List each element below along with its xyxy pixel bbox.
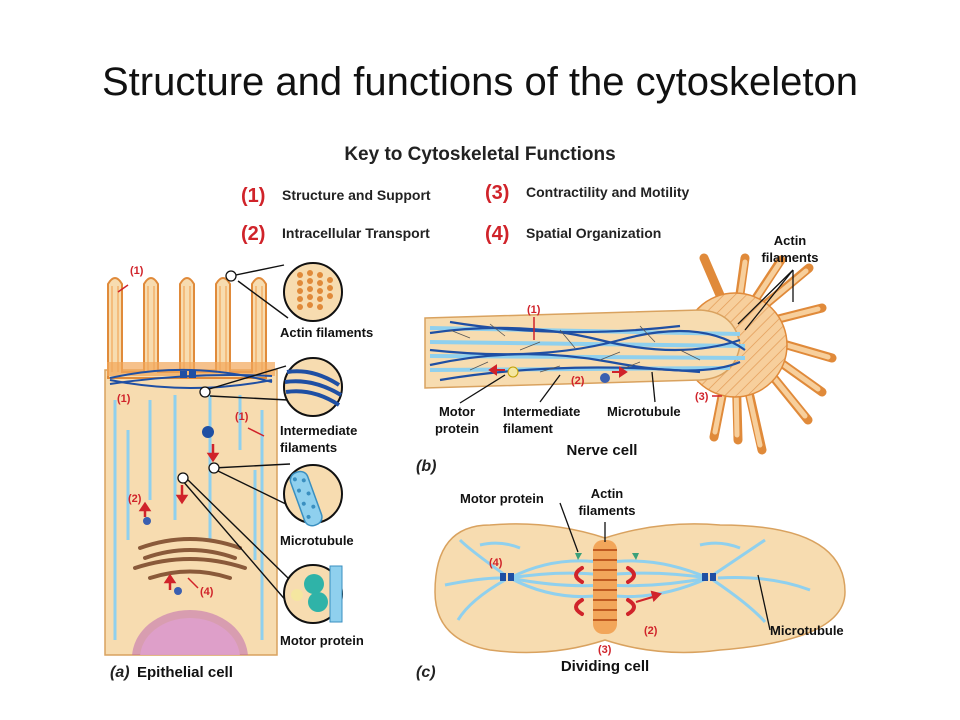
vesicle-icon: [174, 587, 182, 595]
inset-microtubule: Microtubule: [280, 464, 354, 548]
panel-b-letter: (b): [416, 458, 436, 475]
dividing-cell: (4) (2) (3) Motor protein Actin filament…: [416, 486, 846, 681]
label-motor-1: Motor: [439, 404, 475, 419]
label-microtubule: Microtubule: [607, 404, 681, 419]
key-item-1-label: Structure and Support: [282, 187, 431, 203]
marker-organization: (4): [489, 557, 503, 569]
label-actin-2: filaments: [761, 250, 818, 265]
inset-label-motor: Motor protein: [280, 633, 364, 648]
dividing-leader-lines: [559, 502, 771, 631]
vesicle-icon: [143, 517, 151, 525]
inset-intermediate-filaments: Intermediate filaments: [280, 357, 357, 455]
label-microtubule: Microtubule: [770, 623, 844, 638]
marker-transport: (2): [128, 493, 142, 505]
nucleus: [132, 610, 248, 655]
axon-actin: [449, 323, 701, 373]
inset-label-actin: Actin filaments: [280, 325, 373, 340]
marker-transport: (2): [644, 625, 658, 637]
key-item-4-number: (4): [485, 223, 509, 245]
label-actin-2: filaments: [578, 503, 635, 518]
panel-a-name: Epithelial cell: [137, 664, 233, 681]
marker-organization: (4): [200, 586, 214, 598]
microvilli-actin-cores: [111, 286, 263, 372]
panel-a-letter: (a): [110, 664, 130, 681]
inset-motor-protein: Motor protein: [280, 564, 364, 648]
marker-structure: (1): [527, 304, 541, 316]
label-motor: Motor protein: [460, 491, 544, 506]
panel-b-name: Nerve cell: [567, 442, 638, 459]
epithelial-cell: (1) (1) (1) (2) (4) (a) Epithelial cell: [104, 264, 295, 681]
marker-structure-left: (1): [117, 393, 131, 405]
inset-label-microtubule: Microtubule: [280, 533, 354, 548]
function-key: Key to Cytoskeletal Functions (1) Struct…: [241, 144, 690, 245]
force-arcs: [574, 566, 636, 616]
contractile-ring: [593, 540, 617, 634]
key-item-4-label: Spatial Organization: [526, 225, 661, 241]
cell-body: [104, 369, 278, 656]
inset-label-intermediate-2: filaments: [280, 440, 337, 455]
marker-contractility: (3): [598, 644, 612, 656]
vesicle-icon: [202, 426, 214, 438]
inset-actin: Actin filaments: [280, 262, 373, 340]
key-item-1-number: (1): [241, 185, 265, 207]
key-item-2-number: (2): [241, 223, 265, 245]
key-item-2-label: Intracellular Transport: [282, 225, 430, 241]
inset-label-intermediate-1: Intermediate: [280, 423, 357, 438]
marker-transport: (2): [571, 375, 585, 387]
axon-intermediate-filaments: [429, 320, 746, 382]
transport-arrows: [138, 444, 220, 590]
label-actin-1: Actin: [591, 486, 624, 501]
panel-c-letter: (c): [416, 664, 436, 681]
nerve-cell: (1) (2) (3) Actin filaments Motor protei…: [416, 233, 837, 475]
key-item-3-label: Contractility and Motility: [526, 184, 690, 200]
nerve-leader-lines: [459, 269, 794, 404]
marker-structure-top: (1): [130, 265, 144, 277]
marker-structure-mid: (1): [235, 411, 249, 423]
label-actin-1: Actin: [774, 233, 807, 248]
key-item-3-number: (3): [485, 182, 509, 204]
marker-motility: (3): [695, 391, 709, 403]
key-heading: Key to Cytoskeletal Functions: [344, 144, 615, 165]
label-intermediate-1: Intermediate: [503, 404, 580, 419]
label-intermediate-2: filament: [503, 421, 554, 436]
panel-c-name: Dividing cell: [561, 658, 649, 675]
label-motor-2: protein: [435, 421, 479, 436]
golgi-apparatus: [133, 537, 247, 580]
inset-leader-lines: [181, 264, 295, 611]
page-title: Structure and functions of the cytoskele…: [102, 60, 858, 104]
